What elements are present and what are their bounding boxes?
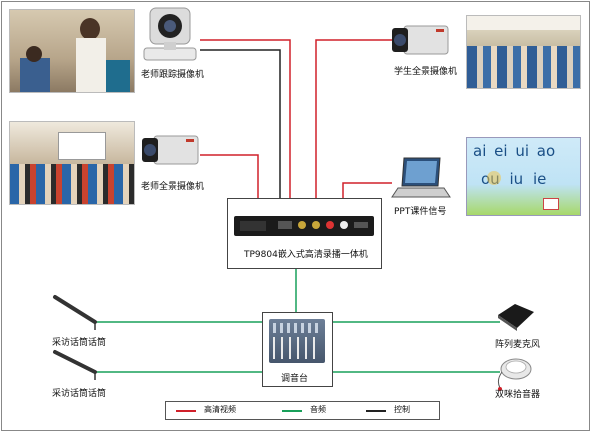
legend-label-audio: 音频 [310,405,326,414]
dual-pickup-label: 双咪拾音器 [495,390,541,400]
mic-left-2-label: 采访话筒话筒 [52,389,107,399]
mic-left-1-label: 采访话筒话筒 [52,338,107,348]
ppt-syllable: ao [536,142,556,160]
legend-swatch-audio [282,410,302,412]
teacher-tracking-cam-label: 老师跟踪摄像机 [141,70,205,80]
ppt-syllable: ai [473,142,487,160]
students-photo [466,15,581,89]
recorder-label: TP9804嵌入式高清录播一体机 [244,250,368,260]
dual-pickup-icon [497,358,532,391]
array-mic-icon [498,304,534,331]
video-line-teacher-tracking [200,39,291,198]
ppt-syllable: ui [515,142,530,160]
array-mic-label: 阵列麦克风 [495,340,541,350]
sun-icon [487,171,501,185]
mixer-box: 调音台 [262,312,333,387]
box-camera-icon-teacher [140,132,200,168]
ppt-slide: ai ei ui ao ou iu ie [466,137,581,216]
shotgun-mic-icon-2 [53,350,97,380]
ppt-signal-label: PPT课件信号 [394,207,447,217]
box-camera-icon-student [390,22,450,58]
teacher-panorama-cam-label: 老师全景摄像机 [141,182,205,192]
legend-swatch-video [176,410,196,412]
video-line-teacher-panorama [200,154,259,198]
legend-label-control: 控制 [394,405,410,414]
recorder-device-icon [234,216,374,236]
ppt-row1: ai ei ui ao [473,142,577,160]
ppt-syllable: ei [494,142,508,160]
house-icon [543,198,559,210]
mixer-device-icon [269,319,325,363]
legend-swatch-control [366,410,386,412]
legend-item-audio: 音频 [282,405,352,417]
student-panorama-cam-label: 学生全景摄像机 [394,67,458,77]
ptz-camera-icon [140,4,200,62]
control-line-teacher-tracking [200,49,281,198]
shotgun-mic-icon-1 [53,295,97,330]
legend-item-control: 控制 [366,405,436,417]
legend-label-video: 高清视频 [204,405,236,414]
legend-item-video: 高清视频 [176,405,256,417]
classroom-photo [9,121,135,205]
recorder-box: TP9804嵌入式高清录播一体机 [227,198,382,269]
mixer-label: 调音台 [281,374,309,384]
ppt-syllable: ie [532,170,547,188]
video-line-student-panorama [315,39,392,198]
ppt-syllable: iu [509,170,524,188]
video-line-ppt [342,182,392,198]
laptop-icon [391,157,451,198]
legend: 高清视频 音频 控制 [165,401,440,420]
teacher-photo [9,9,135,93]
